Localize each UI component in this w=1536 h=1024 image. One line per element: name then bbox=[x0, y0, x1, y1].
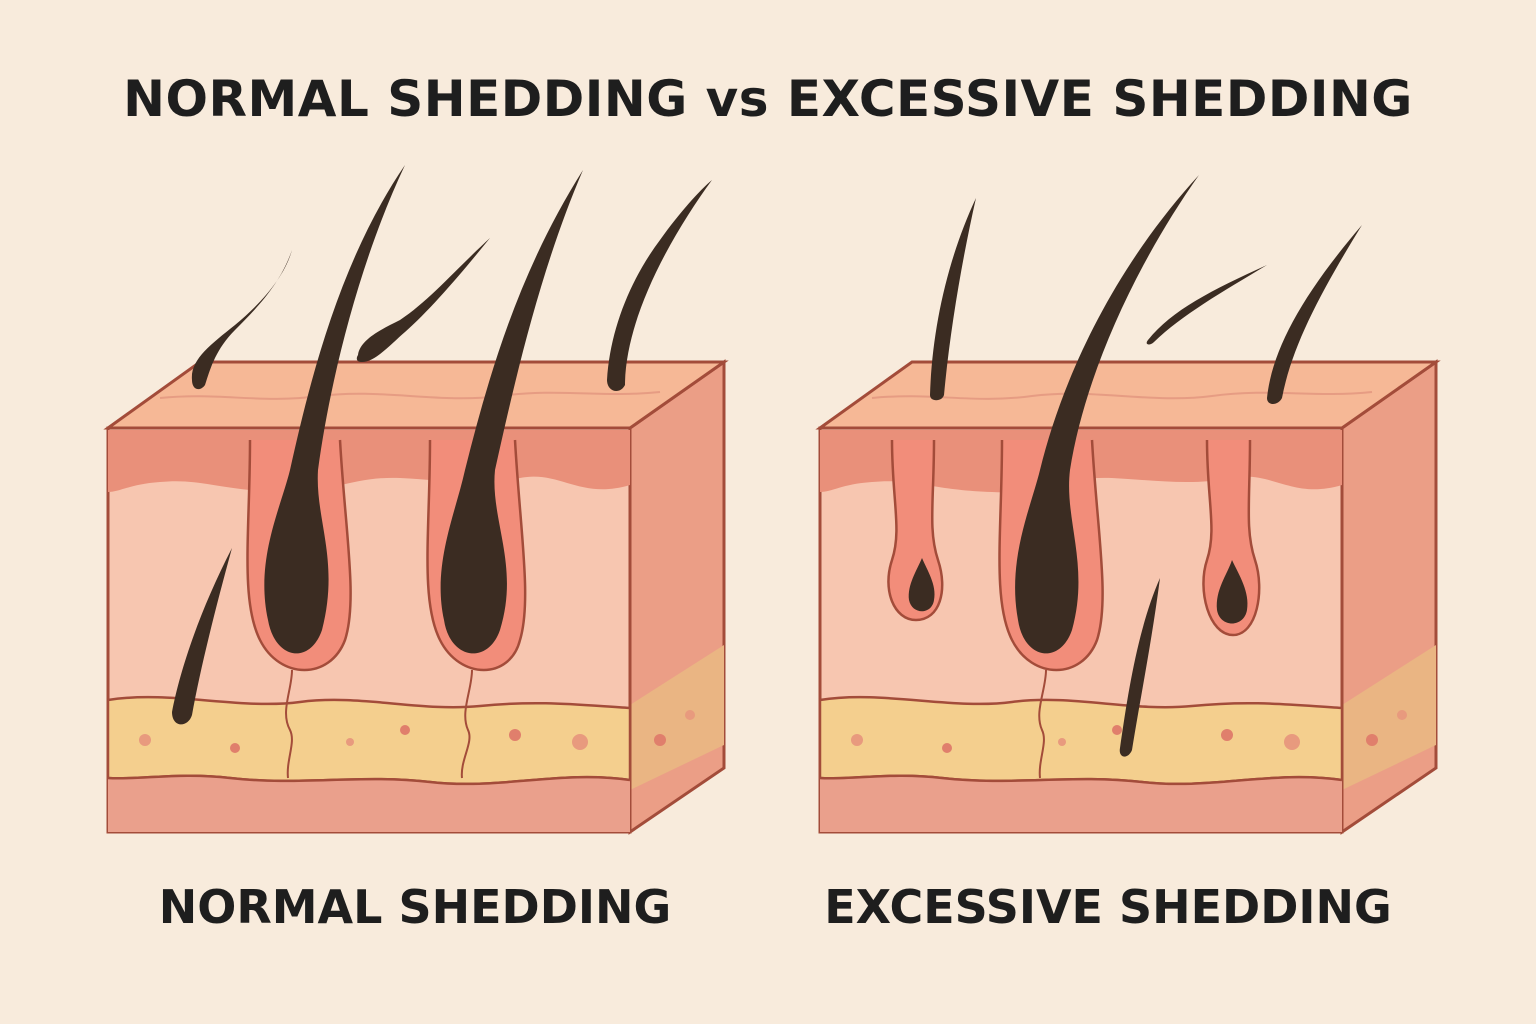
skin-block-normal bbox=[106, 165, 726, 834]
label-normal-shedding: NORMAL SHEDDING bbox=[158, 880, 672, 934]
label-excessive-shedding: EXCESSIVE SHEDDING bbox=[824, 880, 1392, 934]
diagram-title: NORMAL SHEDDING vs EXCESSIVE SHEDDING bbox=[123, 70, 1413, 128]
skin-block-excessive bbox=[818, 175, 1438, 834]
